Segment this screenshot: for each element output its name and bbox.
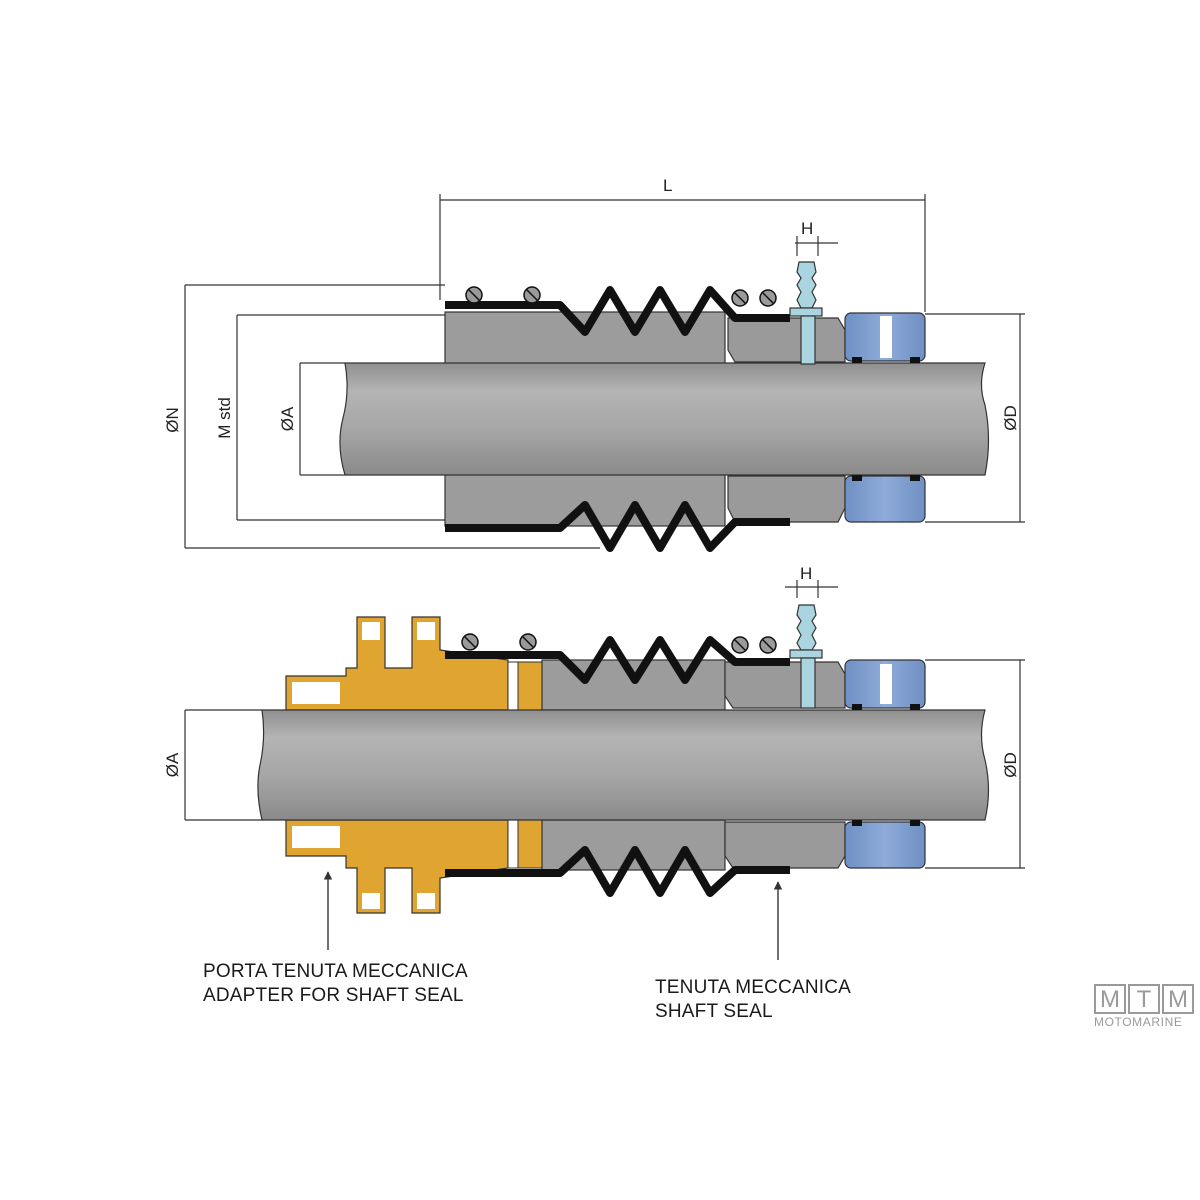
seal-callout-line2: SHAFT SEAL xyxy=(655,1001,773,1022)
top-dimension-lines xyxy=(184,194,1025,549)
adapter-collar xyxy=(517,661,543,711)
bottom-assembly: H ØA ØD xyxy=(163,564,1025,960)
bottom-rotor-slot xyxy=(880,664,892,704)
adapter-gap xyxy=(507,819,519,869)
bottom-oring xyxy=(852,820,862,826)
dim-M-label: M std xyxy=(215,397,234,439)
adapter-callout: PORTA TENUTA MECCANICA ADAPTER FOR SHAFT… xyxy=(203,960,468,1008)
adapter-hole xyxy=(417,622,435,640)
top-shaft xyxy=(339,362,990,476)
adapter-hole xyxy=(362,622,380,640)
logo-letter: M xyxy=(1162,984,1194,1014)
top-assembly: L H ØN M std ØA ØD xyxy=(163,176,1025,552)
bottom-oring xyxy=(910,704,920,710)
logo-letter: M xyxy=(1094,984,1126,1014)
dim-N-label: ØN xyxy=(163,407,182,433)
adapter-callout-line2: ADAPTER FOR SHAFT SEAL xyxy=(203,985,464,1006)
dim-D-bottom-label: ØD xyxy=(1001,752,1020,778)
mtm-logo: M T M MOTOMARINE xyxy=(1094,984,1198,1034)
logo-letter: T xyxy=(1128,984,1160,1014)
dim-A-bottom-label: ØA xyxy=(163,752,182,777)
top-oring xyxy=(910,475,920,481)
bottom-stator-upper xyxy=(724,661,846,709)
adapter-hole xyxy=(292,826,340,848)
top-oring xyxy=(910,357,920,363)
dim-H-top-label: H xyxy=(801,219,813,238)
dim-D-top-label: ØD xyxy=(1001,405,1020,431)
top-stator-upper xyxy=(727,317,846,363)
bottom-stator-lower xyxy=(724,821,846,869)
top-housing-lower xyxy=(444,473,726,527)
top-rotor-slot xyxy=(880,316,892,358)
dim-A-top-label: ØA xyxy=(278,406,297,431)
adapter-hole xyxy=(362,893,380,909)
top-bellows-lower xyxy=(445,501,790,552)
logo-wordmark: MOTOMARINE xyxy=(1094,1015,1183,1029)
bottom-oring xyxy=(910,820,920,826)
adapter-callout-line1: PORTA TENUTA MECCANICA xyxy=(203,961,468,982)
bottom-shaft xyxy=(257,709,990,821)
dim-H-bottom-label: H xyxy=(800,564,812,583)
top-oring xyxy=(852,475,862,481)
adapter-hole xyxy=(417,893,435,909)
dim-L-label: L xyxy=(663,176,672,195)
bottom-rotor-lower xyxy=(844,821,926,869)
bottom-grease-nipple xyxy=(789,604,823,709)
seal-callout: TENUTA MECCANICA SHAFT SEAL xyxy=(655,976,851,1024)
bottom-dimension-lines xyxy=(184,580,1025,869)
adapter-hole xyxy=(292,682,340,704)
top-bellows-upper xyxy=(445,286,790,336)
bottom-hose-clamps xyxy=(461,633,777,654)
top-grease-nipple xyxy=(789,261,823,365)
bottom-bellows-lower xyxy=(445,846,790,897)
seal-callout-line1: TENUTA MECCANICA xyxy=(655,977,852,998)
adapter-gap xyxy=(507,661,519,711)
bottom-bellows-upper xyxy=(445,636,790,684)
bottom-oring xyxy=(852,704,862,710)
top-stator-lower xyxy=(727,475,846,523)
top-rotor-lower xyxy=(844,475,926,523)
top-oring xyxy=(852,357,862,363)
adapter-collar xyxy=(517,819,543,869)
top-hose-clamps xyxy=(465,286,777,307)
top-housing-upper xyxy=(444,311,726,365)
